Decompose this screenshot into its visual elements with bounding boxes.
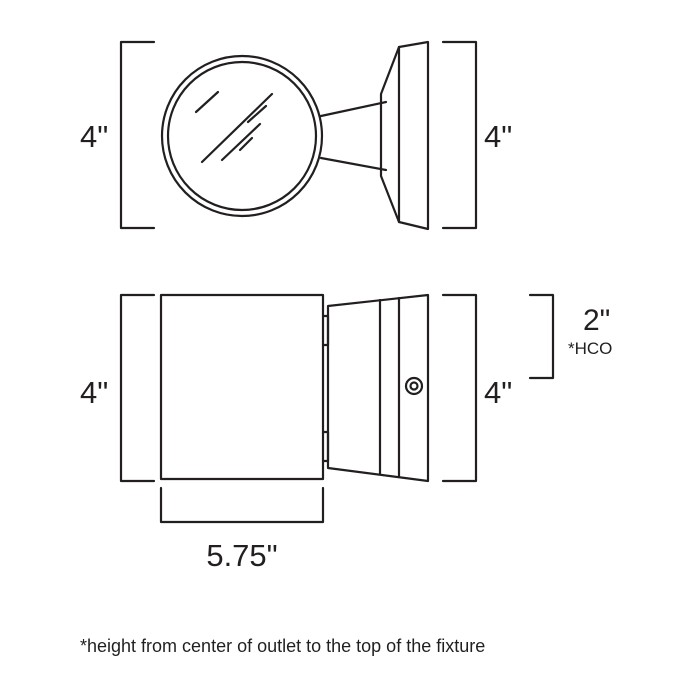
lamp-head-front bbox=[160, 54, 324, 218]
wall-mount-side bbox=[326, 293, 430, 483]
mounting-arm bbox=[319, 100, 388, 172]
side-left-height-label: 4" bbox=[80, 375, 108, 410]
side-right-height-label: 4" bbox=[484, 375, 512, 410]
side-left-dimension-bracket bbox=[119, 293, 156, 483]
hco-value-label: 2" bbox=[583, 304, 610, 337]
side-right-dimension-bracket bbox=[441, 293, 478, 483]
top-right-dimension-bracket bbox=[441, 40, 478, 230]
hco-abbreviation-label: *HCO bbox=[568, 339, 612, 358]
width-dimension-bracket bbox=[159, 486, 325, 524]
hco-dimension-bracket bbox=[528, 293, 555, 380]
footnote-text: *height from center of outlet to the top… bbox=[80, 636, 485, 656]
top-left-dimension-bracket bbox=[119, 40, 156, 230]
lamp-body-side bbox=[159, 293, 330, 481]
top-left-height-label: 4" bbox=[80, 119, 108, 154]
wall-plate-profile bbox=[379, 40, 430, 231]
width-label: 5.75" bbox=[206, 538, 277, 573]
top-right-height-label: 4" bbox=[484, 119, 512, 154]
